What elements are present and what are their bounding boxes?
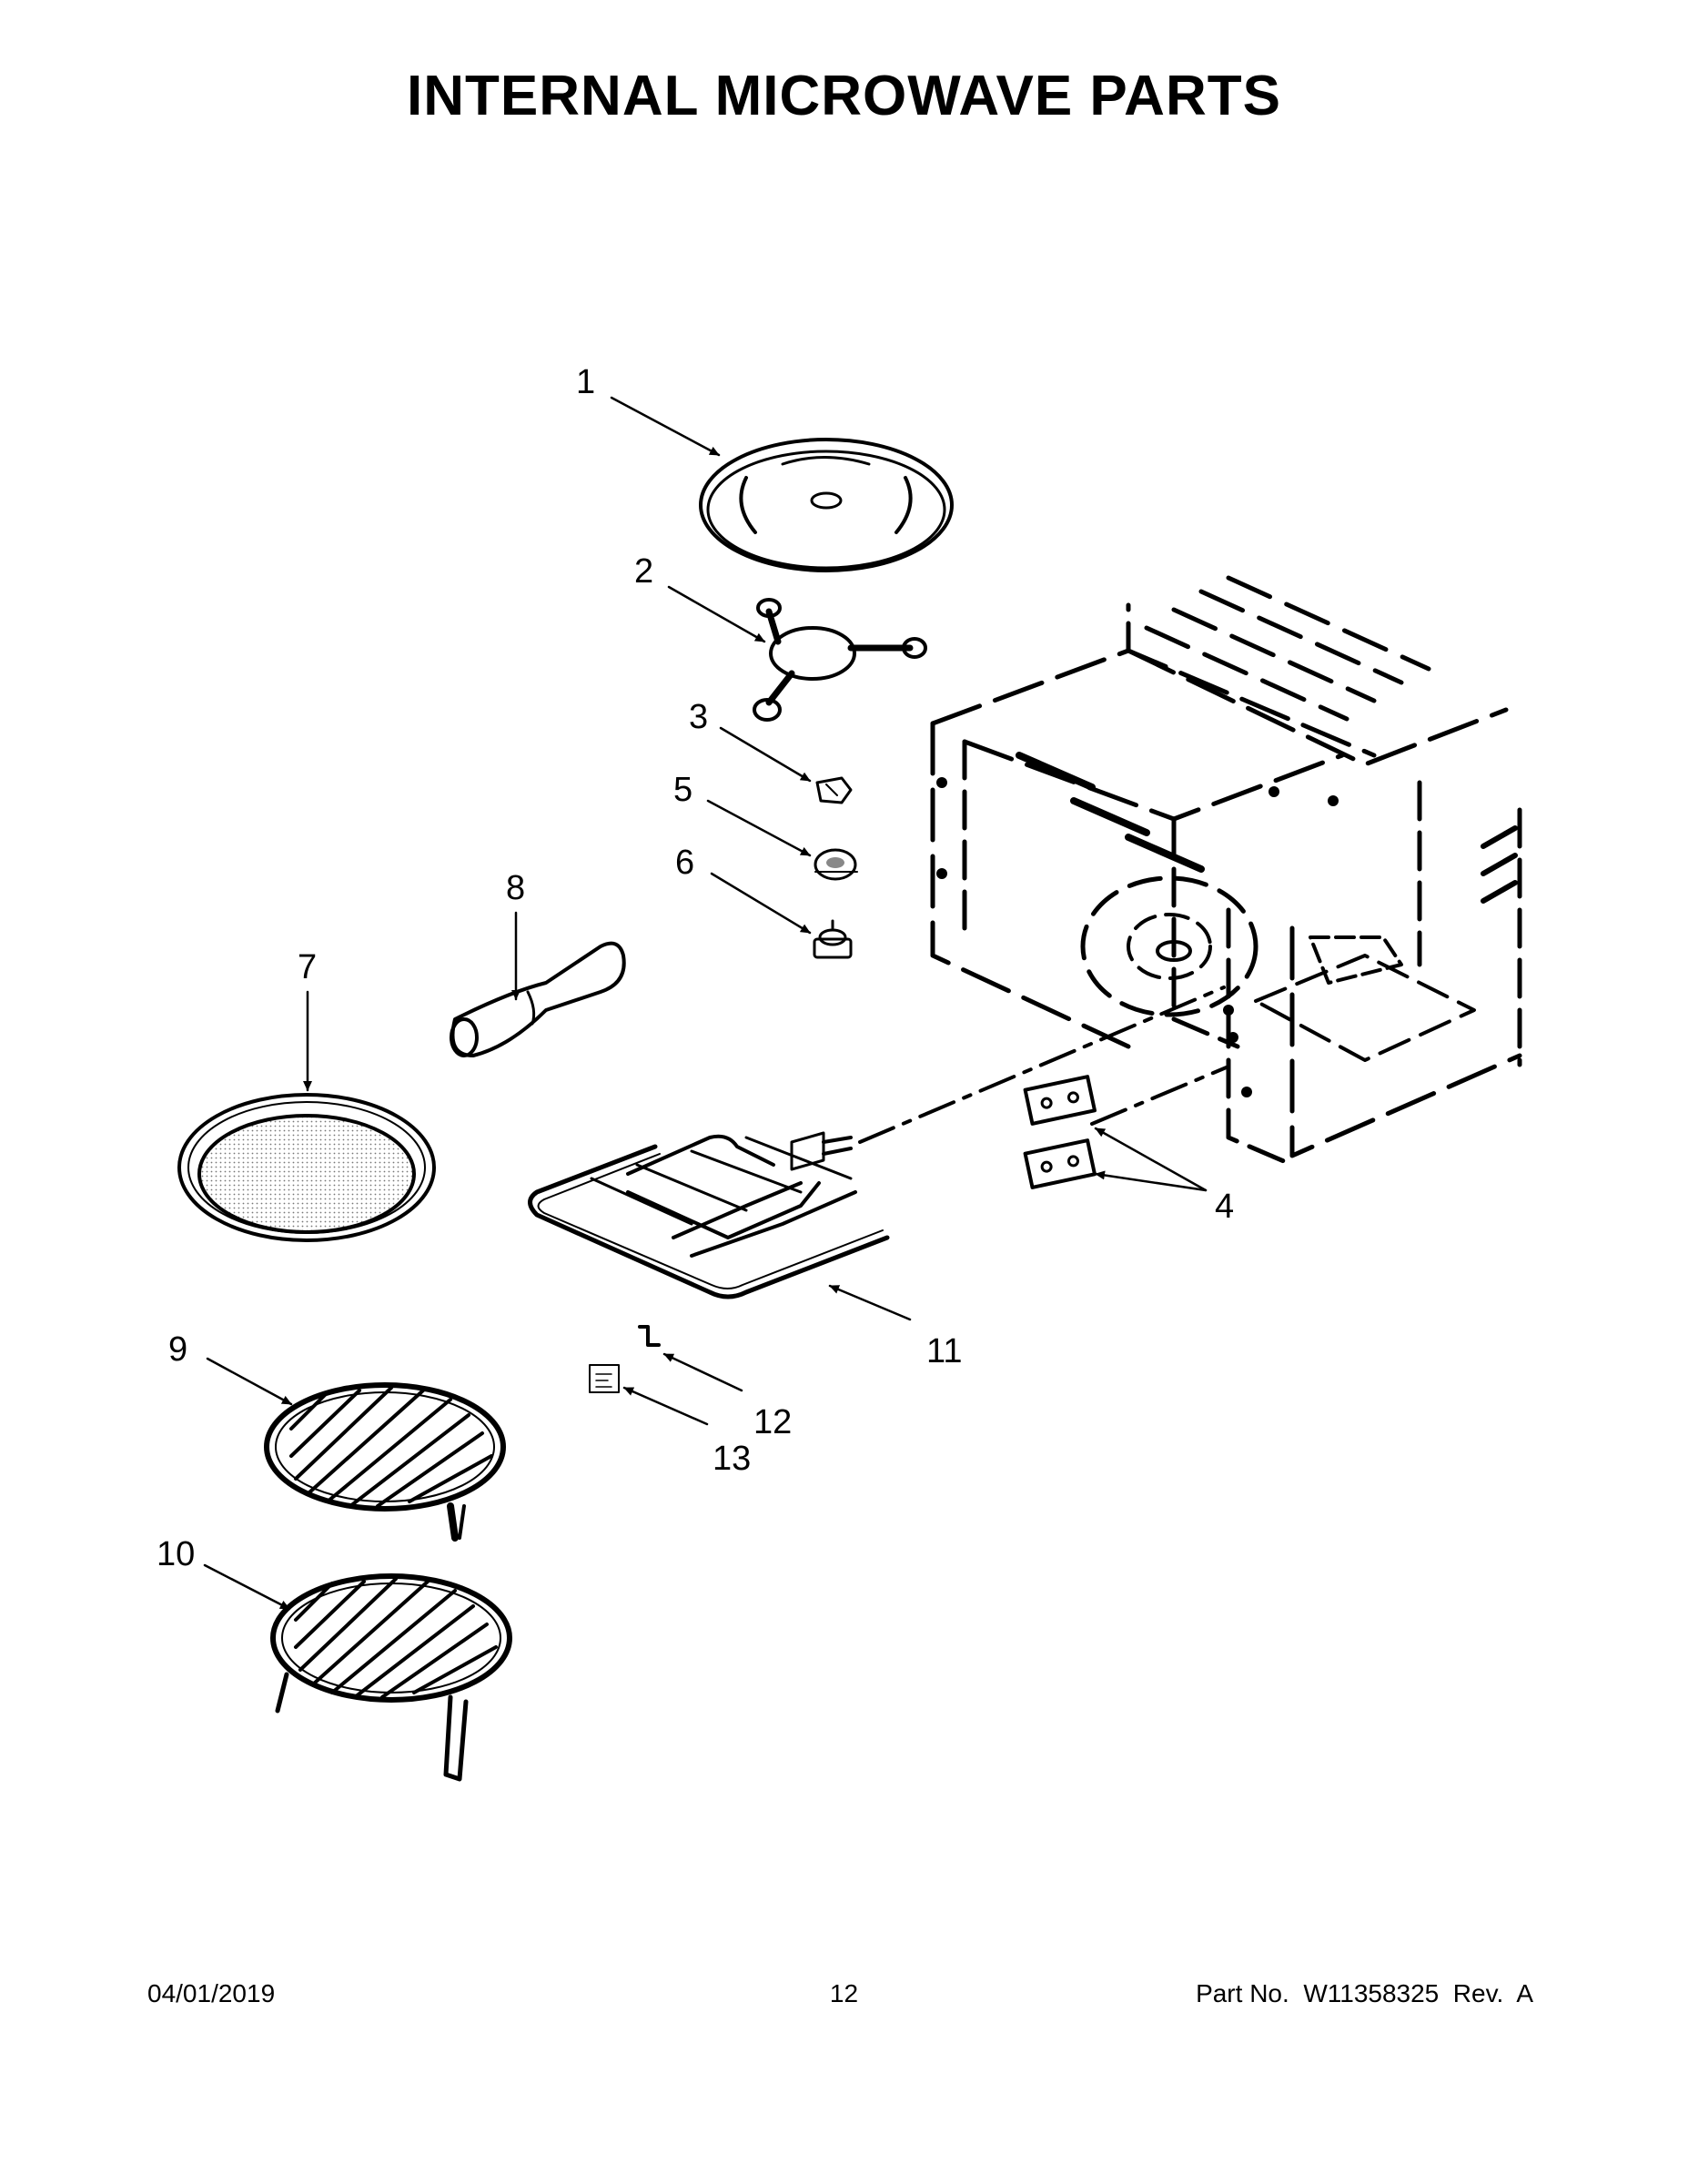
assembly-centerline [858, 986, 1226, 1144]
oven-cavity-outline [930, 575, 1522, 1168]
turntable-motor [814, 848, 858, 881]
stirrer-motor [813, 919, 853, 959]
callout-4: 4 [1215, 1188, 1234, 1226]
turntable-tray [699, 438, 954, 572]
callout-8: 8 [506, 869, 525, 907]
waveguide-covers [1023, 1075, 1097, 1189]
footer-date: 04/01/2019 [147, 1979, 276, 2007]
callout-13: 13 [713, 1440, 751, 1478]
crisper-pan [177, 1093, 436, 1242]
page-title: INTERNAL MICROWAVE PARTS [407, 65, 1281, 127]
element-clip [638, 1325, 661, 1347]
callout-7: 7 [298, 948, 317, 986]
callout-10: 10 [157, 1535, 195, 1573]
callout-6: 6 [675, 844, 694, 882]
callout-11: 11 [926, 1332, 962, 1370]
coupler [815, 776, 853, 804]
high-rack [270, 1573, 512, 1782]
callout-1: 1 [576, 363, 595, 401]
callout-leaders [203, 396, 1208, 1611]
low-rack [264, 1382, 506, 1542]
roller-guide [753, 598, 927, 722]
callout-5: 5 [673, 771, 692, 809]
callout-3: 3 [689, 698, 708, 736]
crisper-handle [450, 941, 626, 1057]
heating-element [528, 1131, 890, 1299]
callout-2: 2 [634, 552, 653, 591]
cover-centerline [1090, 1065, 1230, 1126]
footer-page-number: 12 [829, 1979, 859, 2007]
callout-12: 12 [753, 1403, 792, 1441]
warning-label [589, 1364, 620, 1393]
footer-part-number: Part No. W11358325 Rev. A [1196, 1979, 1533, 2007]
callout-9: 9 [168, 1330, 187, 1369]
